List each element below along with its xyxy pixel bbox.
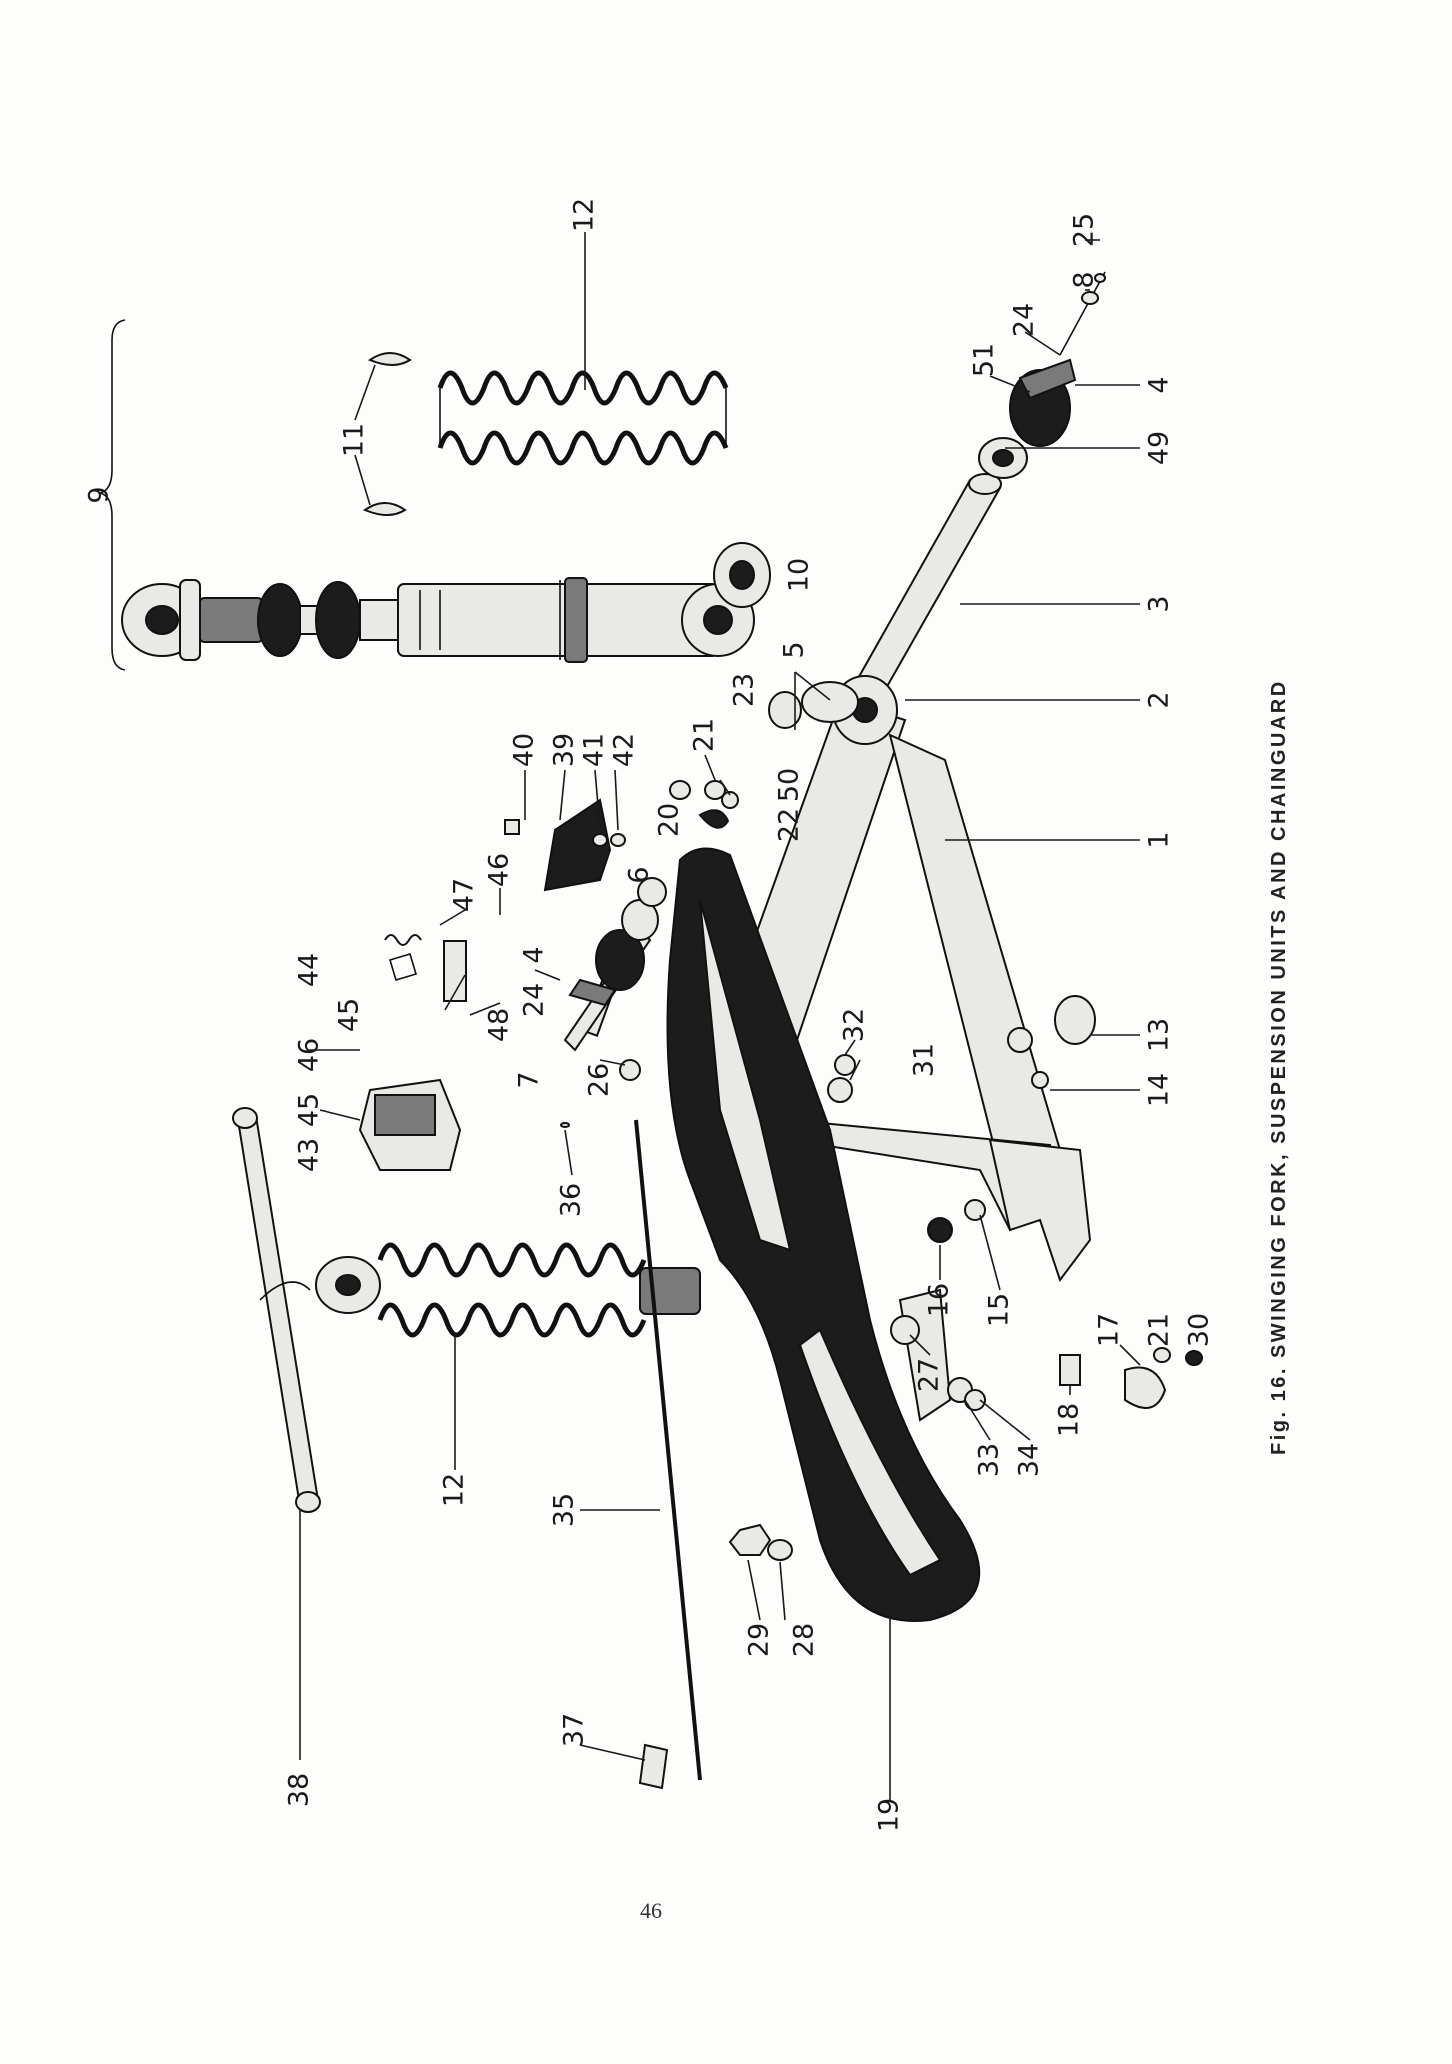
callout-29: 29 (744, 1623, 775, 1657)
suspension-unit-bottom (315, 1242, 701, 1338)
callout-39: 39 (549, 733, 580, 767)
callout-30: 30 (1184, 1313, 1215, 1347)
callout-34: 34 (1014, 1443, 1045, 1477)
callout-20: 20 (654, 803, 685, 837)
callout-14: 14 (1144, 1073, 1175, 1107)
figure-caption: Fig. 16. SWINGING FORK, SUSPENSION UNITS… (1268, 679, 1290, 1455)
callout-2: 2 (1144, 691, 1175, 708)
callout-49: 49 (1144, 431, 1175, 465)
callout-21: 21 (1144, 1313, 1175, 1347)
callout-24: 24 (1009, 303, 1040, 337)
rod-35 (634, 1119, 702, 1781)
spindle-assembly (854, 271, 1106, 692)
callout-38: 38 (284, 1773, 315, 1807)
callout-43: 43 (294, 1138, 325, 1172)
callout-4: 4 (519, 946, 550, 963)
switch-assembly (358, 934, 467, 1171)
callout-7: 7 (514, 1071, 545, 1088)
callout-11: 11 (339, 423, 370, 457)
callout-48: 48 (484, 1008, 515, 1042)
callout-12: 12 (569, 198, 600, 232)
callout-41: 41 (579, 733, 610, 767)
callout-23: 23 (729, 673, 760, 707)
callout-8: 8 (1069, 271, 1100, 288)
callout-10: 10 (784, 558, 815, 592)
callout-27: 27 (914, 1358, 945, 1392)
callout-17: 17 (1094, 1313, 1125, 1347)
callout-26: 26 (584, 1063, 615, 1097)
callout-22: 22 (774, 808, 805, 842)
bush-10 (713, 542, 771, 608)
callout-47: 47 (449, 878, 480, 912)
callout-18: 18 (1054, 1403, 1085, 1437)
callout-32: 32 (839, 1008, 870, 1042)
callout-12: 12 (439, 1473, 470, 1507)
callout-31: 31 (909, 1043, 940, 1077)
callout-5: 5 (779, 641, 810, 658)
callout-6: 6 (624, 866, 655, 883)
callout-24: 24 (519, 983, 550, 1017)
callout-1: 1 (1144, 831, 1175, 848)
callout-45: 45 (294, 1093, 325, 1127)
chainguard-19 (666, 847, 981, 1622)
collets-11 (362, 352, 412, 516)
callout-36: 36 (556, 1183, 587, 1217)
callout-50: 50 (774, 768, 805, 802)
leader-lines (299, 232, 1141, 1800)
callout-16: 16 (924, 1283, 955, 1317)
callout-42: 42 (609, 733, 640, 767)
callout-35: 35 (549, 1493, 580, 1527)
spring-top-12 (437, 370, 729, 466)
callout-40: 40 (509, 733, 540, 767)
stay-38 (232, 1107, 321, 1513)
callout-19: 19 (874, 1798, 905, 1832)
pivot-bolt-assembly (563, 877, 667, 1052)
clip-37 (638, 1743, 669, 1790)
cover-39 (543, 798, 612, 892)
callout-45: 45 (334, 998, 365, 1032)
callout-44: 44 (294, 953, 325, 987)
nut-29-washer-28 (728, 1523, 793, 1561)
callout-3: 3 (1144, 595, 1175, 612)
callout-13: 13 (1144, 1018, 1175, 1052)
callout-25: 25 (1069, 213, 1100, 247)
bracket-9 (99, 319, 126, 671)
small-fasteners (504, 691, 1203, 1411)
callout-46: 46 (484, 853, 515, 887)
callout-33: 33 (974, 1443, 1005, 1477)
callout-9: 9 (84, 486, 115, 503)
callout-15: 15 (984, 1293, 1015, 1327)
callout-28: 28 (789, 1623, 820, 1657)
callout-21: 21 (689, 718, 720, 752)
callout-37: 37 (559, 1713, 590, 1747)
suspension-unit-top (121, 577, 755, 663)
page-number: 46 (640, 1898, 662, 1923)
callout-51: 51 (969, 343, 1000, 377)
callout-4: 4 (1144, 376, 1175, 393)
callout-46: 46 (294, 1038, 325, 1072)
